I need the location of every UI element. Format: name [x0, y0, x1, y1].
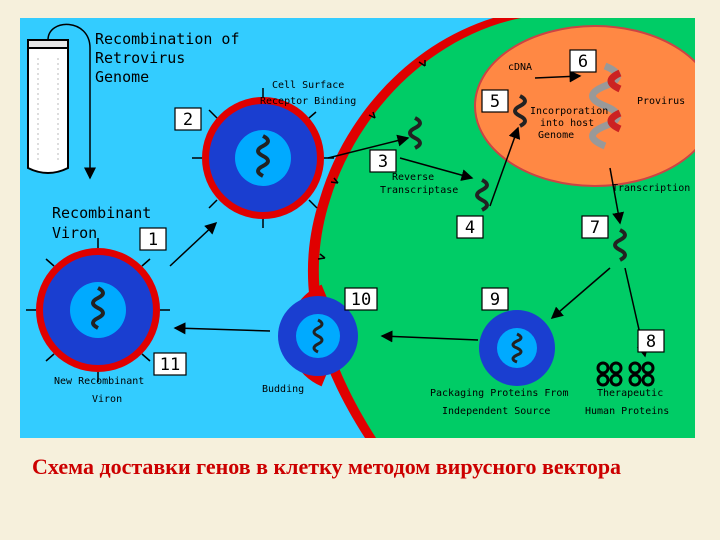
- cell-surface-label-1: Cell Surface: [272, 80, 344, 91]
- therapeutic-label-1: Therapeutic: [597, 388, 663, 399]
- packaging-label-2: Independent Source: [442, 406, 550, 417]
- cell-surface-label-2: Receptor Binding: [260, 96, 356, 107]
- virion-recombinant: [26, 238, 170, 382]
- step-numbers: 1 2 3 4 5 6 7 8 9 10 11: [148, 52, 656, 375]
- nucleus: [474, 25, 695, 187]
- incorporation-label-2: into host: [540, 118, 594, 129]
- transcription-label: Transcription: [612, 183, 690, 194]
- slide-caption: Схема доставки генов в клетку методом ви…: [32, 454, 622, 479]
- recombinant-label-1: Recombinant: [52, 204, 151, 222]
- step-1-label: 1: [148, 230, 158, 250]
- step-10-label: 10: [351, 290, 371, 310]
- packaging-label-1: Packaging Proteins From: [430, 388, 568, 399]
- protein-icons: [596, 361, 655, 387]
- recombination-label-3: Genome: [95, 68, 149, 86]
- step-6-label: 6: [578, 52, 588, 72]
- step-markers: [139, 49, 665, 376]
- budding-label: Budding: [262, 384, 304, 395]
- host-genome-icon: [589, 62, 622, 150]
- virion-packaging: [479, 310, 555, 386]
- recombination-label-2: Retrovirus: [95, 49, 185, 67]
- incorporation-label-1: Incorporation: [530, 106, 608, 117]
- diagram-labels: Recombination of Retrovirus Genome Recom…: [52, 30, 690, 417]
- gene-delivery-diagram: 1 2 3 4 5 6 7 8 9 10 11 Recombination of…: [20, 18, 695, 438]
- provirus-label: Provirus: [637, 96, 685, 107]
- step-7-label: 7: [590, 218, 600, 238]
- rna-strands: [408, 94, 627, 262]
- recombination-label-1: Recombination of: [95, 30, 240, 48]
- step-5-label: 5: [490, 92, 500, 112]
- virion-budding: [278, 284, 358, 387]
- process-arrows: [169, 70, 649, 358]
- cdna-label: cDNA: [508, 62, 532, 73]
- reverse-label-1: Reverse: [392, 172, 434, 183]
- new-recombinant-label-2: Viron: [92, 394, 122, 405]
- virion-binding: [192, 88, 334, 228]
- test-tube-icon: [27, 39, 69, 174]
- new-recombinant-label-1: New Recombinant: [54, 376, 144, 387]
- step-11-label: 11: [160, 355, 180, 375]
- recombinant-label-2: Viron: [52, 224, 97, 242]
- step-2-label: 2: [183, 110, 193, 130]
- step-3-label: 3: [378, 152, 388, 172]
- therapeutic-label-2: Human Proteins: [585, 406, 669, 417]
- step-8-label: 8: [646, 332, 656, 352]
- reverse-label-2: Transcriptase: [380, 185, 458, 196]
- step-4-label: 4: [465, 218, 475, 238]
- step-9-label: 9: [490, 290, 500, 310]
- incorporation-label-3: Genome: [538, 130, 574, 141]
